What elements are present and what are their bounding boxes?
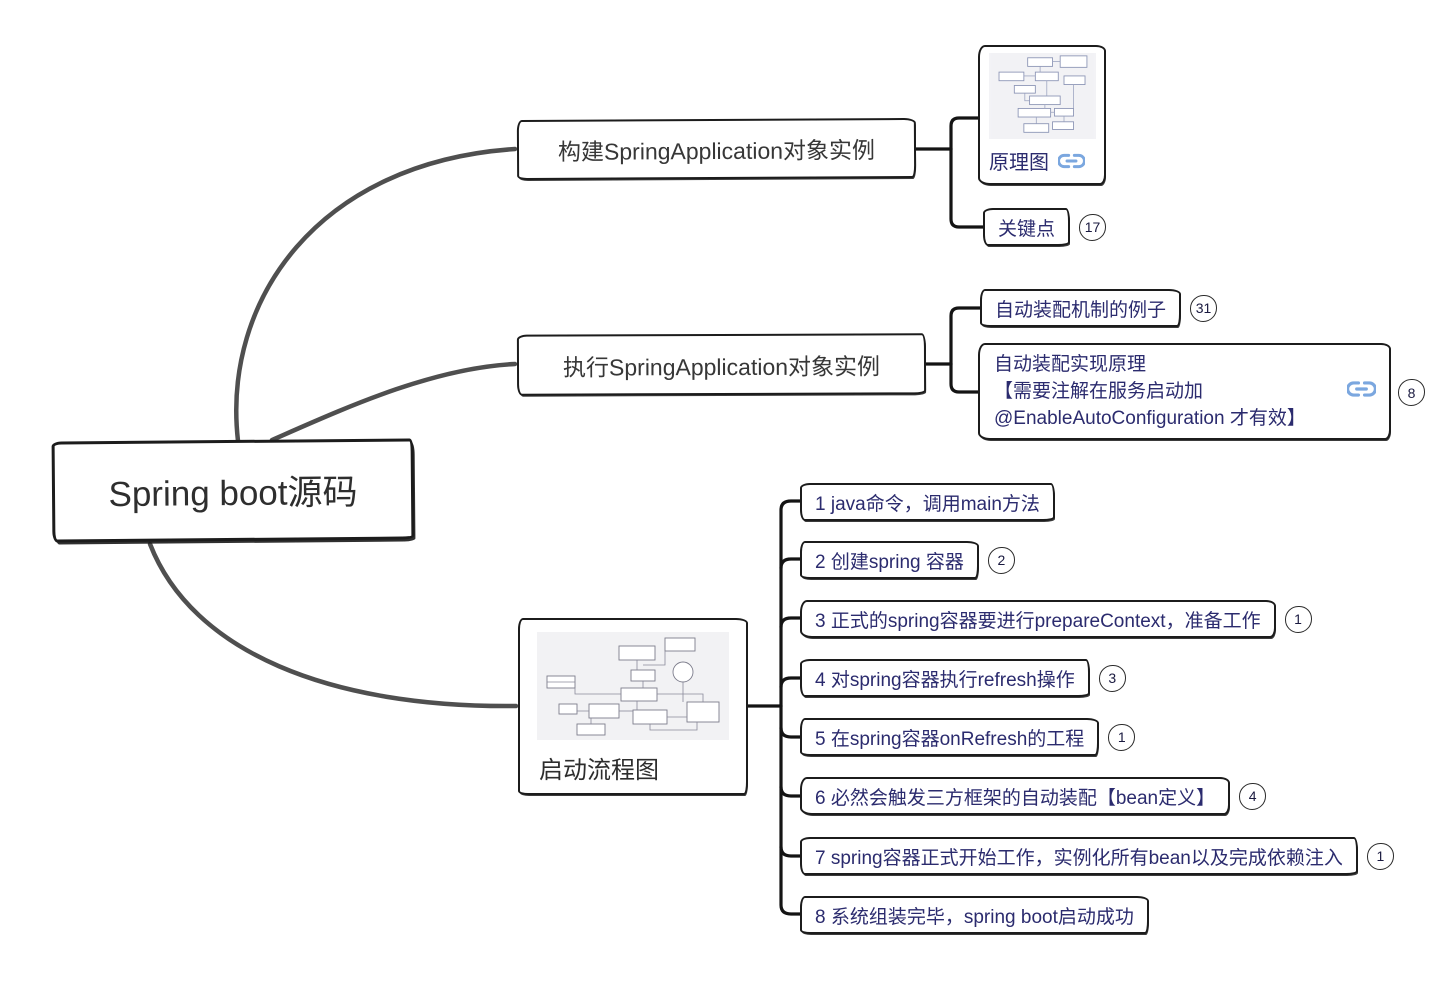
startup-flowchart-topic[interactable]: 启动流程图 [518, 618, 748, 795]
step-1-topic[interactable]: 1 java命令，调用main方法 [800, 483, 1055, 521]
keypoints-row: 关键点 17 [983, 208, 1107, 246]
step-row-8: 8 系统组装完毕，spring boot启动成功 [800, 896, 1149, 934]
autowire-example-row: 自动装配机制的例子 31 [980, 289, 1218, 327]
step-7-count-badge[interactable]: 1 [1366, 842, 1394, 870]
autowire-example-topic[interactable]: 自动装配机制的例子 [980, 289, 1182, 327]
keypoints-topic[interactable]: 关键点 [983, 208, 1071, 246]
hyperlink-icon[interactable] [1346, 380, 1377, 397]
principle-diagram-label: 原理图 [989, 152, 1049, 174]
autowire-example-label: 自动装配机制的例子 [995, 299, 1167, 321]
autowire-example-count-badge[interactable]: 31 [1190, 294, 1218, 322]
startup-flowchart-thumbnail[interactable] [537, 632, 729, 740]
step-7-topic[interactable]: 7 spring容器正式开始工作，实例化所有bean以及完成依赖注入 [800, 837, 1358, 875]
step-row-4: 4 对spring容器执行refresh操作 3 [800, 659, 1126, 697]
step-3-topic[interactable]: 3 正式的spring容器要进行prepareContext，准备工作 [800, 600, 1276, 638]
keypoints-label: 关键点 [998, 218, 1056, 240]
step-row-5: 5 在spring容器onRefresh的工程 1 [800, 718, 1136, 756]
step-6-topic[interactable]: 6 必然会触发三方框架的自动装配【bean定义】 [800, 777, 1231, 815]
autowire-impl-line3: @EnableAutoConfiguration 才有效】 [994, 408, 1306, 429]
step-5-count-badge[interactable]: 1 [1108, 723, 1136, 751]
step-6-count-badge[interactable]: 4 [1239, 782, 1267, 810]
autowire-impl-count-badge[interactable]: 8 [1398, 379, 1425, 406]
startup-flowchart-label: 启动流程图 [539, 757, 659, 784]
step-2-topic[interactable]: 2 创建spring 容器 [800, 541, 979, 579]
branch-build-springapplication[interactable]: 构建SpringApplication对象实例 [516, 117, 917, 181]
branch-run-label: 执行SpringApplication对象实例 [562, 352, 881, 381]
keypoints-count-badge[interactable]: 17 [1079, 213, 1107, 241]
autowire-impl-topic[interactable]: 自动装配实现原理 【需要注解在服务启动加 @EnableAutoConfigur… [978, 343, 1391, 440]
root-topic[interactable]: Spring boot源码 [51, 438, 415, 543]
step-row-1: 1 java命令，调用main方法 [800, 483, 1055, 521]
autowire-impl-line2: 【需要注解在服务启动加 [994, 381, 1204, 402]
step-row-2: 2 创建spring 容器 2 [800, 541, 1015, 579]
step-8-topic[interactable]: 8 系统组装完毕，spring boot启动成功 [800, 896, 1149, 934]
step-row-6: 6 必然会触发三方框架的自动装配【bean定义】 4 [800, 777, 1267, 815]
branch-run-springapplication[interactable]: 执行SpringApplication对象实例 [516, 333, 927, 396]
step-2-count-badge[interactable]: 2 [987, 546, 1015, 574]
step-4-topic[interactable]: 4 对spring容器执行refresh操作 [800, 659, 1090, 697]
step-4-count-badge[interactable]: 3 [1098, 664, 1126, 692]
step-3-count-badge[interactable]: 1 [1284, 605, 1312, 633]
step-row-7: 7 spring容器正式开始工作，实例化所有bean以及完成依赖注入 1 [800, 837, 1394, 875]
principle-diagram-topic[interactable]: 原理图 [978, 45, 1106, 185]
branch-build-label: 构建SpringApplication对象实例 [557, 137, 876, 165]
autowire-impl-line1: 自动装配实现原理 [994, 354, 1147, 375]
step-row-3: 3 正式的spring容器要进行prepareContext，准备工作 1 [800, 600, 1312, 638]
principle-diagram-thumbnail[interactable] [989, 53, 1096, 139]
root-topic-label: Spring boot源码 [108, 472, 358, 515]
hyperlink-icon[interactable] [1058, 153, 1085, 169]
step-5-topic[interactable]: 5 在spring容器onRefresh的工程 [800, 718, 1100, 756]
